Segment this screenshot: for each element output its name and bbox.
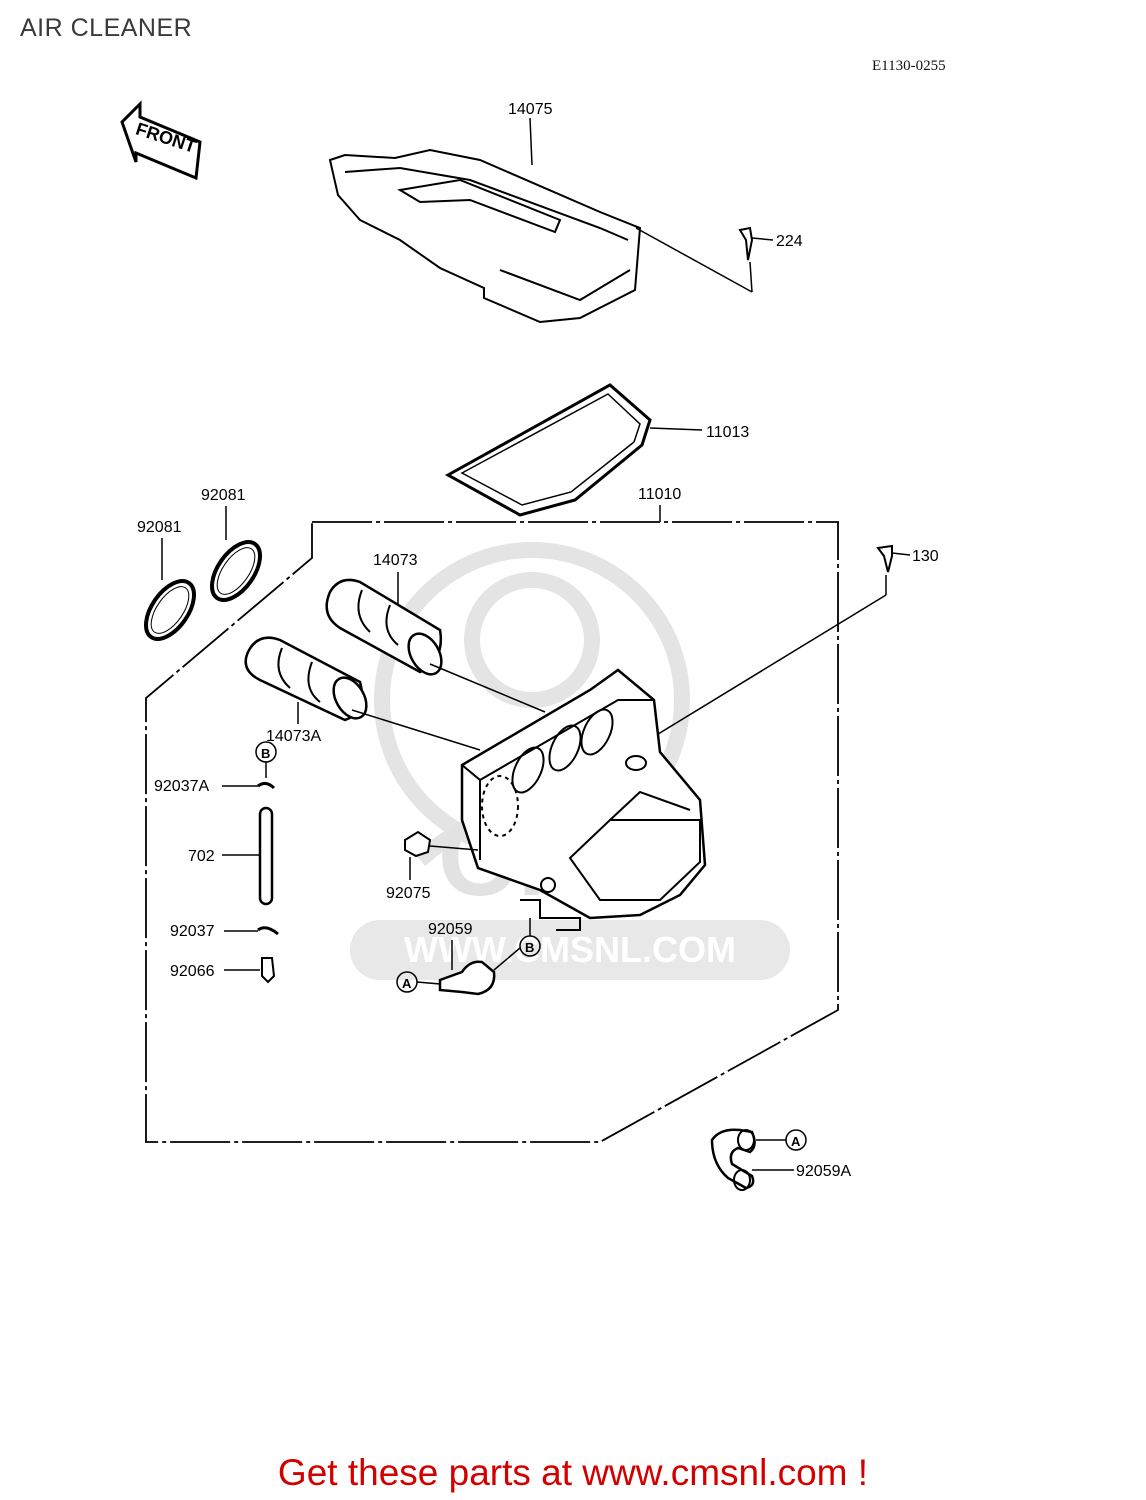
part-duct-14073: 14073 [325, 552, 546, 713]
label-92037: 92037 [170, 923, 215, 940]
part-duct-14073A: 14073A [244, 636, 481, 751]
diagram-code: E1130-0255 [872, 58, 946, 74]
label-224: 224 [776, 233, 803, 250]
front-arrow-icon [120, 100, 202, 181]
part-ring-92081: 92081 [201, 487, 262, 602]
part-clamp-92037: 92037 [170, 923, 279, 940]
label-92059A: 92059A [796, 1163, 851, 1180]
label-14073A: 14073A [266, 728, 321, 745]
label-92059: 92059 [428, 921, 473, 938]
part-case-11010 [460, 668, 707, 931]
callout-a-icon: A [402, 976, 412, 991]
label-702: 702 [188, 848, 215, 865]
part-screw-224: 224 [738, 226, 803, 293]
part-clamp-92037A: B 92037A [154, 741, 277, 795]
label-92037A: 92037A [154, 778, 209, 795]
watermark-url: WWW.CMSNL.COM [404, 929, 736, 970]
label-14073: 14073 [373, 552, 418, 569]
callout-a-icon-2: A [791, 1134, 801, 1149]
parts-diagram: CMS WWW.CMSNL.COM FRONT 14075 224 11013 … [120, 100, 939, 1191]
part-screw-130: 130 [631, 544, 939, 751]
part-ring-92081-b: 92081 [137, 519, 196, 641]
part-cap-92075: 92075 [386, 830, 479, 902]
label-92081-b: 92081 [137, 519, 182, 536]
label-92066: 92066 [170, 963, 215, 980]
label-130: 130 [912, 548, 939, 565]
part-hose-702: 702 [188, 806, 274, 906]
callout-b-icon-2: B [525, 940, 534, 955]
callout-b-icon: B [261, 746, 270, 761]
label-14075: 14075 [508, 101, 553, 118]
part-cover-14075: 14075 [328, 101, 753, 324]
kit-boundary [145, 521, 839, 1143]
page-title: AIR CLEANER [20, 14, 193, 42]
part-elbow-92059A: A 92059A [710, 1128, 851, 1191]
front-arrow: FRONT [120, 100, 202, 181]
part-element-11013: 11013 [444, 383, 749, 517]
label-92075: 92075 [386, 885, 431, 902]
label-11013: 11013 [706, 424, 749, 441]
part-plug-92066: 92066 [170, 957, 276, 984]
label-92081-a: 92081 [201, 487, 246, 504]
label-11010: 11010 [638, 486, 681, 503]
footer-link[interactable]: Get these parts at www.cmsnl.com ! [277, 1452, 869, 1493]
part-elbow-92059: B A 92059 [396, 918, 541, 996]
